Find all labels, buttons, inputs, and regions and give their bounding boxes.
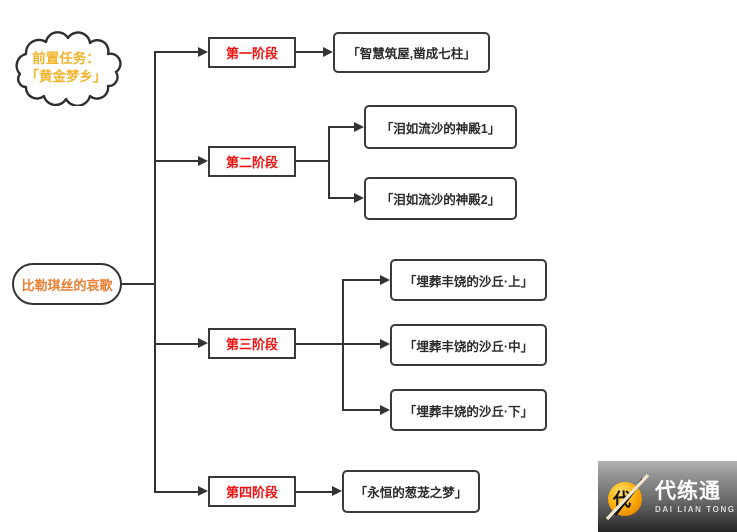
arrowhead-icon (332, 486, 342, 496)
connector-line (328, 126, 330, 199)
connector-line (154, 51, 198, 53)
watermark-brand-en: DAI LIAN TONG (655, 505, 736, 515)
stage-box: 第二阶段 (208, 146, 296, 177)
connector-line (328, 197, 354, 199)
connector-line (154, 160, 198, 162)
connector-line (154, 51, 156, 493)
root-node: 比勒琪丝的哀歌 (12, 263, 122, 305)
connector-line (296, 51, 323, 53)
connector-line (154, 343, 198, 345)
quest-box: 「埋葬丰饶的沙丘·下」 (390, 389, 547, 431)
quest-box: 「埋葬丰饶的沙丘·上」 (390, 259, 547, 301)
prerequisite-line2: 「黄金梦乡」 (25, 69, 107, 84)
connector-line (296, 343, 344, 345)
quest-box: 「智慧筑屋,凿成七柱」 (333, 32, 490, 73)
prerequisite-label: 前置任务： 「黄金梦乡」 (8, 30, 124, 106)
stage-box: 第三阶段 (208, 328, 296, 359)
connector-line (342, 279, 380, 281)
quest-box: 「泪如流沙的神殿2」 (364, 177, 517, 220)
connector-line (342, 279, 344, 411)
quest-box: 「永恒的葱茏之梦」 (342, 470, 480, 513)
connector-line (122, 283, 154, 285)
arrowhead-icon (380, 339, 390, 349)
arrowhead-icon (354, 122, 364, 132)
connector-line (342, 409, 380, 411)
arrowhead-icon (380, 275, 390, 285)
connector-line (296, 491, 332, 493)
arrowhead-icon (354, 193, 364, 203)
connector-line (154, 491, 198, 493)
cloud-shape-icon (15, 31, 122, 107)
arrowhead-icon (198, 338, 208, 348)
quest-box: 「泪如流沙的神殿1」 (364, 105, 517, 149)
prerequisite-cloud: 前置任务： 「黄金梦乡」 (8, 30, 124, 107)
svg-text:代: 代 (612, 490, 631, 510)
dailiantong-logo-icon: 代 (605, 473, 650, 520)
stage-box: 第一阶段 (208, 37, 296, 68)
connector-line (296, 160, 330, 162)
dailiantong-watermark: 代 代练通 DAI LIAN TONG (598, 461, 737, 532)
stage-box: 第四阶段 (208, 476, 296, 507)
arrowhead-icon (198, 156, 208, 166)
arrowhead-icon (198, 486, 208, 496)
watermark-brand: 代练通 (655, 479, 721, 503)
arrowhead-icon (380, 405, 390, 415)
connector-line (328, 126, 354, 128)
arrowhead-icon (323, 47, 333, 57)
prerequisite-line1: 前置任务： (32, 50, 100, 66)
quest-box: 「埋葬丰饶的沙丘·中」 (390, 324, 547, 366)
arrowhead-icon (198, 47, 208, 57)
connector-line (342, 343, 380, 345)
